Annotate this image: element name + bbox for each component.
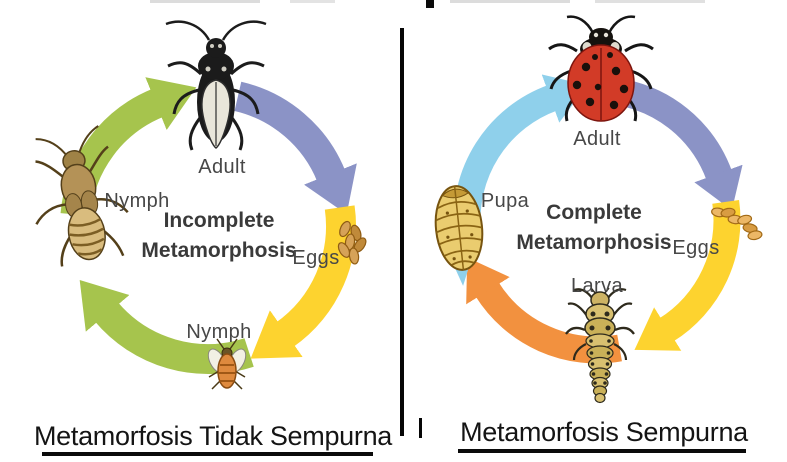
- nymph-small-icon: [207, 338, 247, 390]
- cropped-title-fragment: [595, 0, 705, 3]
- arrow-eggs-to-larva: [634, 200, 741, 351]
- right-cycle-title-line2: Metamorphosis: [516, 231, 672, 254]
- right-label-adult: Adult: [573, 128, 621, 150]
- left-label-nymph-bottom: Nymph: [186, 321, 252, 343]
- adult-bug-icon: [165, 20, 267, 151]
- pupa-icon: [434, 185, 484, 286]
- left-caption-underline: [42, 452, 373, 456]
- right-label-eggs: Eggs: [672, 237, 720, 259]
- left-cycle-title-line2: Metamorphosis: [141, 239, 297, 262]
- ladybug-icon: [548, 15, 654, 122]
- eggs-icon: [711, 207, 763, 241]
- cropped-title-fragment: [150, 0, 260, 3]
- right-caption: Metamorfosis Sempurna: [460, 417, 748, 447]
- left-label-eggs: Eggs: [292, 247, 340, 269]
- arrow-adult-to-eggs: [234, 81, 357, 215]
- right-cycle-title-line1: Complete: [546, 201, 642, 224]
- cropped-title-fragment: [290, 0, 335, 3]
- larva-icon: [565, 287, 635, 404]
- arrow-adult-to-eggs: [626, 81, 743, 211]
- left-cycle-title: Incomplete Metamorphosis: [141, 206, 296, 266]
- cropped-title-fragment: [450, 0, 570, 3]
- left-label-adult: Adult: [198, 156, 246, 178]
- eggs-icon: [337, 220, 367, 265]
- right-label-pupa: Pupa: [480, 190, 530, 212]
- divider-tick: [419, 418, 422, 438]
- left-label-nymph-side: Nymph: [104, 190, 170, 212]
- cropped-title-fragment: [426, 0, 434, 8]
- right-label-larva: Larva: [570, 275, 624, 297]
- nymph-large-icon: [35, 125, 129, 267]
- left-cycle-title-line1: Incomplete: [163, 209, 275, 232]
- left-caption: Metamorfosis Tidak Sempurna: [33, 421, 393, 451]
- right-caption-underline: [458, 449, 746, 453]
- right-cycle-title: Complete Metamorphosis: [516, 198, 671, 258]
- panel-divider-line: [400, 28, 404, 436]
